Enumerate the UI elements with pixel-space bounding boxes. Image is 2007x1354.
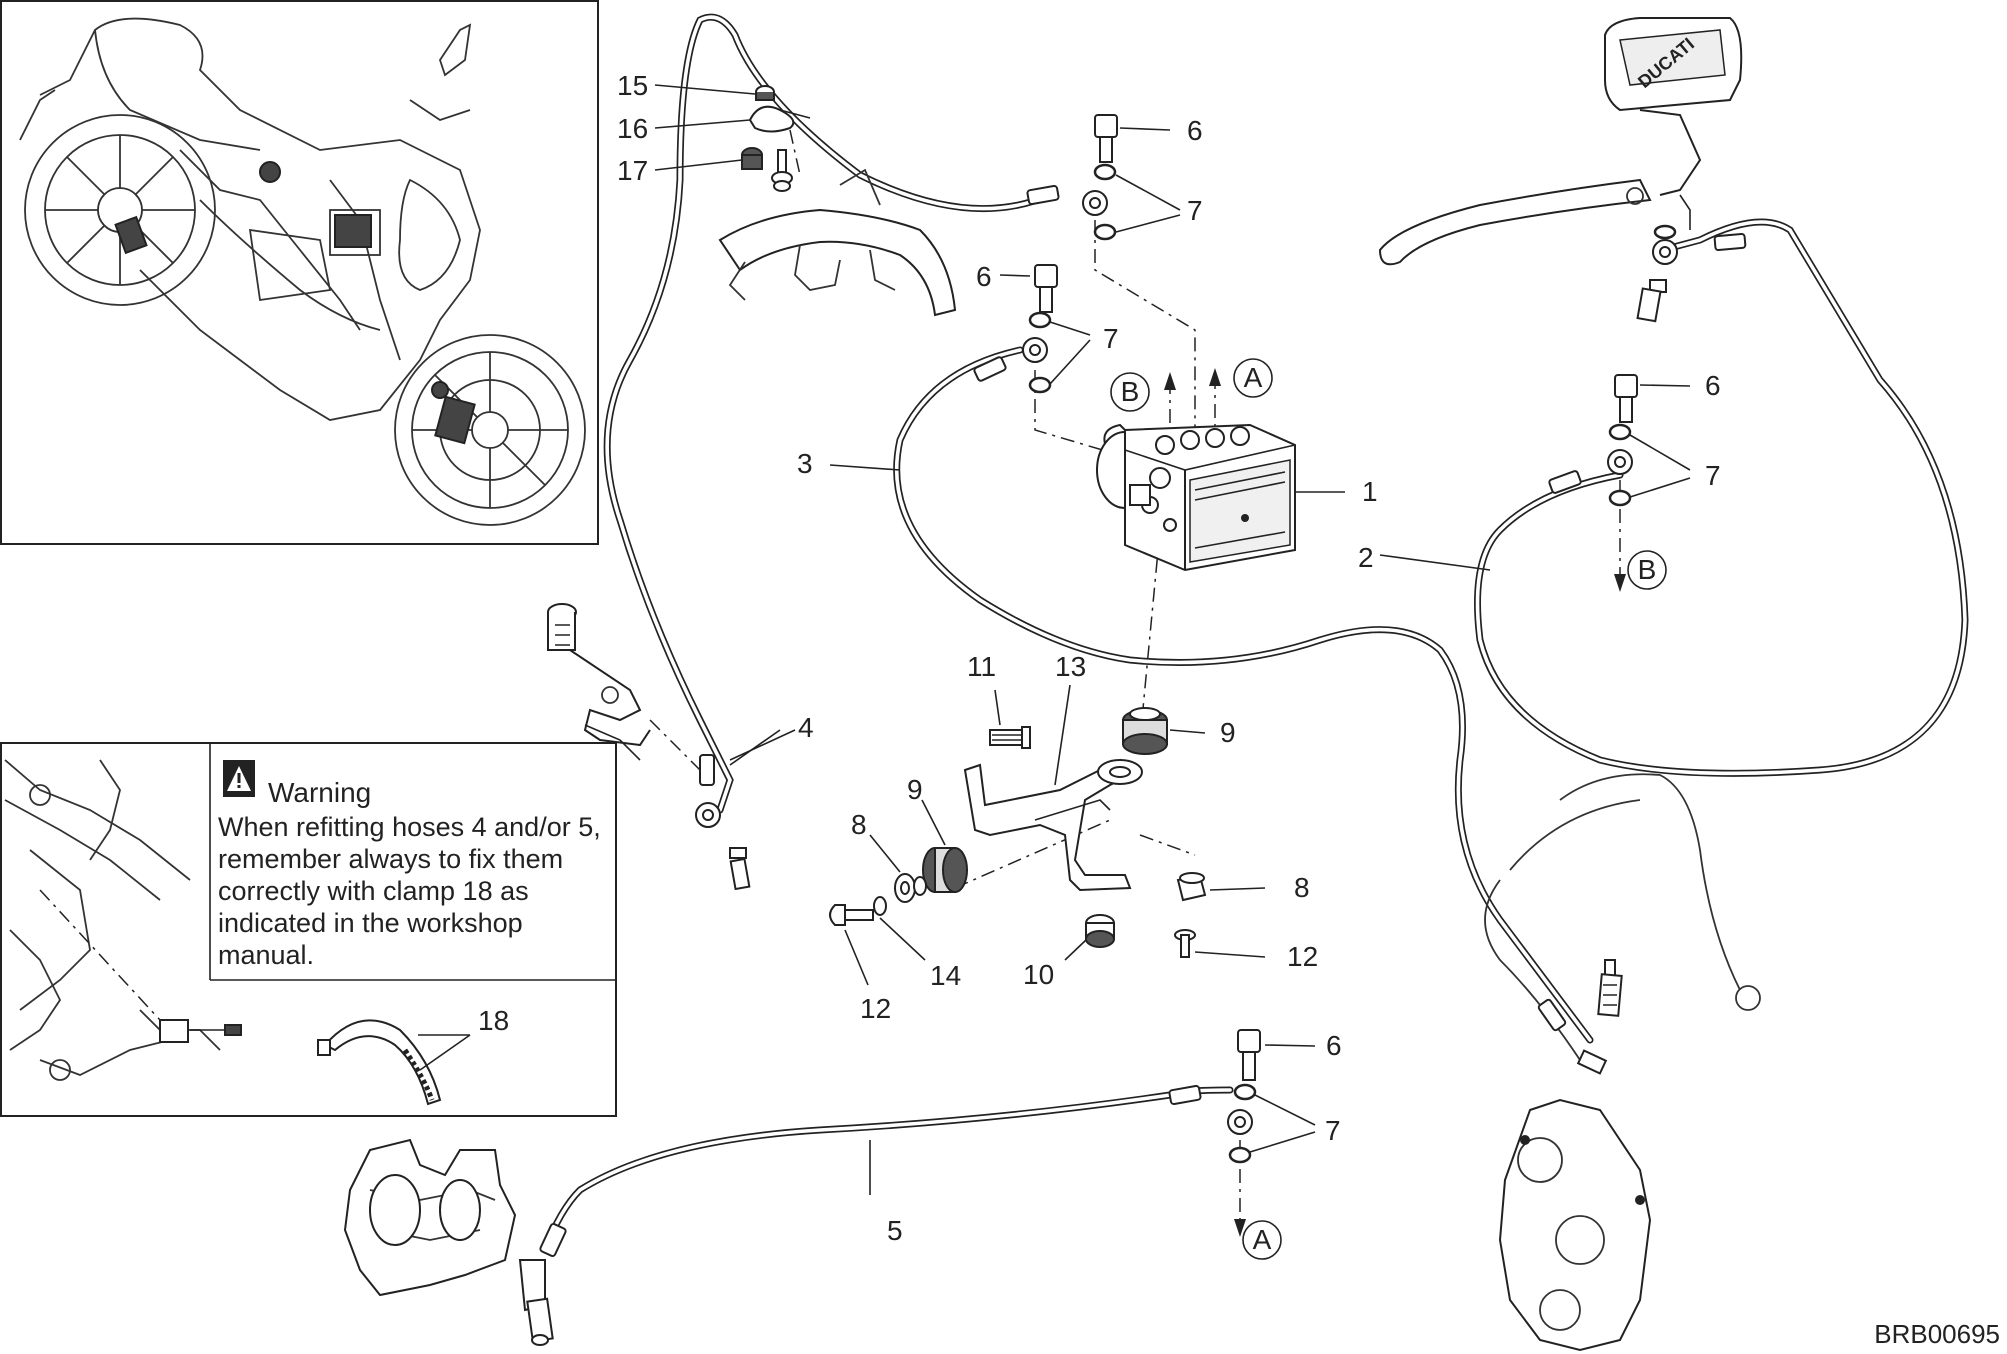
callout-6: 6 bbox=[1187, 115, 1203, 146]
ref-b-label: B bbox=[1121, 376, 1140, 407]
callout-6: 6 bbox=[976, 261, 992, 292]
callout-7: 7 bbox=[1103, 323, 1119, 354]
assembly-lines bbox=[649, 129, 1621, 1225]
callout-4: 4 bbox=[798, 712, 814, 743]
ref-a-label: A bbox=[1244, 362, 1263, 393]
callout-1: 1 bbox=[1362, 476, 1378, 507]
callout-12: 12 bbox=[860, 993, 891, 1024]
warning-line: manual. bbox=[218, 940, 314, 970]
front-brake-master-cylinder: DUCATI bbox=[1378, 17, 1743, 323]
ref-b-label: B bbox=[1638, 554, 1657, 585]
warning-line: correctly with clamp 18 as bbox=[218, 876, 529, 906]
warning-title: Warning bbox=[268, 777, 371, 808]
bracket-small-parts bbox=[829, 689, 1266, 986]
ref-b-circle bbox=[1627, 550, 1667, 590]
motorcycle-overview-inset bbox=[0, 0, 599, 545]
callout-7: 7 bbox=[1705, 460, 1721, 491]
callout-13: 13 bbox=[1055, 651, 1086, 682]
callout-18: 18 bbox=[478, 1005, 509, 1036]
callout-7: 7 bbox=[1325, 1115, 1341, 1146]
warning-line: When refitting hoses 4 and/or 5, bbox=[218, 812, 601, 842]
brake-hoses bbox=[539, 13, 1969, 1257]
callout-8: 8 bbox=[851, 809, 867, 840]
ref-a-circle bbox=[1233, 358, 1273, 398]
callout-9: 9 bbox=[1220, 717, 1236, 748]
warning-line: remember always to fix them bbox=[218, 844, 563, 874]
callout-9: 9 bbox=[907, 774, 923, 805]
callout-11: 11 bbox=[967, 651, 996, 682]
ref-b-circle bbox=[1110, 372, 1150, 412]
part-callouts: 1 2 3 4 5 6 6 6 6 7 7 7 7 8 8 9 9 10 11 … bbox=[478, 70, 1721, 1246]
callout-14: 14 bbox=[930, 960, 961, 991]
callout-8: 8 bbox=[1294, 872, 1310, 903]
ref-a-label: A bbox=[1253, 1224, 1272, 1255]
direction-arrows bbox=[1164, 368, 1626, 1237]
reference-markers: B A B A bbox=[1110, 358, 1667, 1260]
diagram-code: BRB00695 bbox=[1874, 1319, 2000, 1349]
mounting-bracket bbox=[963, 684, 1143, 892]
callout-7: 7 bbox=[1187, 195, 1203, 226]
callout-2: 2 bbox=[1358, 542, 1374, 573]
callout-6: 6 bbox=[1326, 1030, 1342, 1061]
warning-note: Warning When refitting hoses 4 and/or 5,… bbox=[218, 760, 601, 970]
ref-a-circle bbox=[1242, 1220, 1282, 1260]
banjo-bolts-and-washers bbox=[999, 114, 1691, 1164]
callout-15: 15 bbox=[617, 70, 648, 101]
callout-12: 12 bbox=[1287, 941, 1318, 972]
clamp-detail-inset bbox=[0, 742, 617, 1117]
abs-control-unit bbox=[1096, 423, 1345, 572]
callout-17: 17 bbox=[617, 155, 648, 186]
headlight-support bbox=[654, 84, 957, 317]
hose-4 bbox=[603, 13, 1054, 814]
callout-16: 16 bbox=[617, 113, 648, 144]
callout-10: 10 bbox=[1023, 959, 1054, 990]
callout-6: 6 bbox=[1705, 370, 1721, 401]
leader-lines bbox=[418, 464, 1491, 1195]
front-brake-caliper bbox=[1498, 959, 1652, 1352]
callout-5: 5 bbox=[887, 1215, 903, 1246]
warning-line: indicated in the workshop bbox=[218, 908, 523, 938]
rear-brake-caliper bbox=[343, 1138, 554, 1346]
callout-3: 3 bbox=[797, 448, 813, 479]
rear-brake-master-cylinder bbox=[547, 603, 796, 891]
